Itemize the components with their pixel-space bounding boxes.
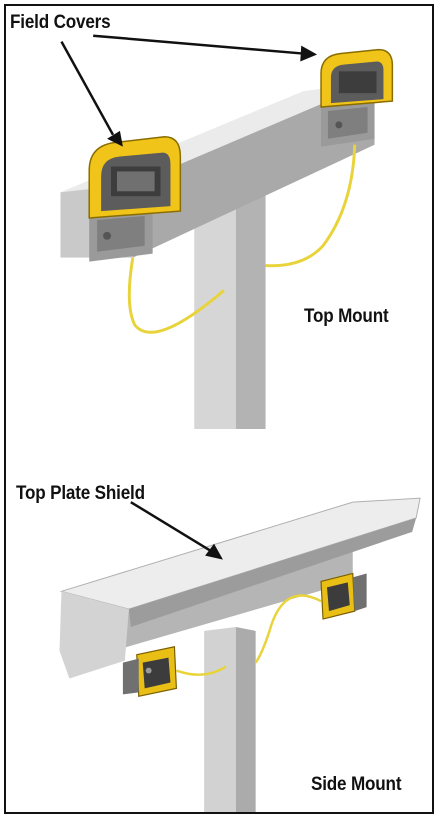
side-mount-panel: Top Plate Shield Side Mount — [6, 431, 432, 812]
post-front-face — [204, 626, 236, 812]
top-plate-shield-label: Top Plate Shield — [16, 483, 145, 504]
illustration-frame: Field Covers Top Mount — [4, 4, 434, 814]
callout-arrow-left — [60, 41, 115, 136]
shield-top-face — [59, 497, 421, 610]
right-sensor-cable — [254, 594, 322, 664]
crossbar-front-face — [93, 547, 353, 657]
shield-front-lip — [59, 591, 129, 679]
top-mount-illustration — [60, 34, 394, 430]
left-bracket-plate — [97, 216, 145, 252]
right-bracket-plate — [327, 107, 368, 139]
left-field-cover — [88, 136, 182, 219]
callout-arrowhead-right — [300, 45, 318, 62]
side-mount-illustration — [59, 497, 421, 812]
post-side-face — [235, 626, 256, 812]
right-sensor-cable — [265, 144, 357, 268]
left-side-sensor — [122, 646, 178, 698]
callout-arrowhead-left — [107, 130, 123, 147]
field-covers-label: Field Covers — [10, 12, 111, 33]
crossbar-side-face — [132, 81, 375, 258]
right-field-cover — [320, 48, 394, 108]
shield-under-face — [128, 517, 417, 627]
side-mount-label: Side Mount — [311, 774, 402, 795]
callout-arrowhead-shield — [205, 543, 223, 560]
callout-arrow-right — [93, 34, 304, 55]
right-bracket-bolt — [335, 121, 343, 129]
post-side-face — [235, 148, 266, 430]
top-mount-panel: Field Covers Top Mount — [6, 6, 432, 431]
right-side-sensor — [320, 572, 367, 620]
left-sensor-cable — [127, 257, 225, 334]
callout-arrow-shield — [130, 501, 213, 553]
left-bracket-bolt — [103, 231, 112, 240]
top-mount-label: Top Mount — [304, 306, 389, 327]
left-sensor-cable — [175, 665, 227, 676]
